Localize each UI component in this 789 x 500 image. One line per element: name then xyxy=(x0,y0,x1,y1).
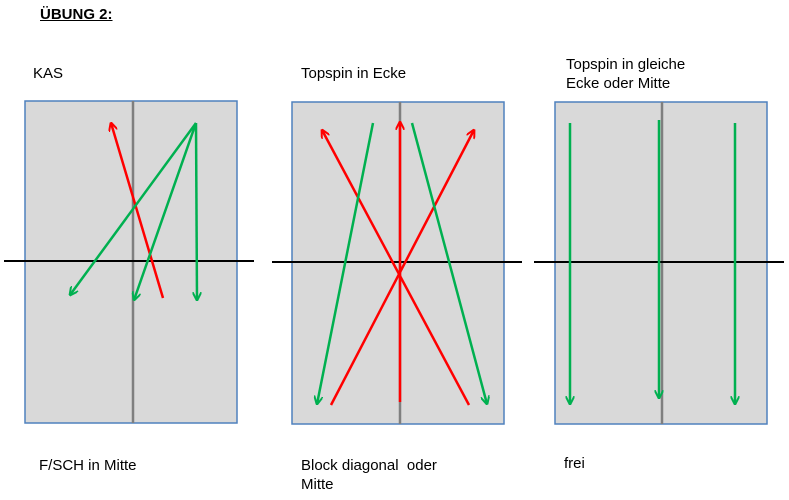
panel2-bottom-label-line1: Block diagonal oder xyxy=(301,457,437,474)
red-arrow-2c xyxy=(329,130,474,406)
court-panel-1 xyxy=(4,100,254,424)
panel3-bottom-label: frei xyxy=(564,455,585,472)
panel2-bottom-label: Block diagonal oder Mitte xyxy=(301,456,437,494)
exercise-title: ÜBUNG 2: xyxy=(40,6,113,23)
green-arrow-1a xyxy=(70,122,198,295)
green-arrow-1b xyxy=(134,122,198,300)
panel3-top-label-line1: Topspin in gleiche xyxy=(566,56,686,73)
panel2-bottom-label-line2: Mitte xyxy=(301,476,334,493)
court-panel-2 xyxy=(272,101,522,425)
green-arrow-1c xyxy=(196,122,197,300)
red-arrow-2a xyxy=(322,130,471,406)
panel3-top-label: Topspin in gleiche Ecke oder Mitte xyxy=(566,55,685,93)
red-arrow-1a xyxy=(111,123,165,299)
panel2-top-label: Topspin in Ecke xyxy=(301,65,407,82)
green-arrow-2a xyxy=(317,122,375,404)
panel3-top-label-line2: Ecke oder Mitte xyxy=(566,75,671,92)
green-arrow-2b xyxy=(410,122,487,404)
panel1-top-label: KAS xyxy=(33,65,64,82)
panel1-bottom-label: F/SCH in Mitte xyxy=(39,457,137,474)
court-panel-3 xyxy=(534,101,784,425)
